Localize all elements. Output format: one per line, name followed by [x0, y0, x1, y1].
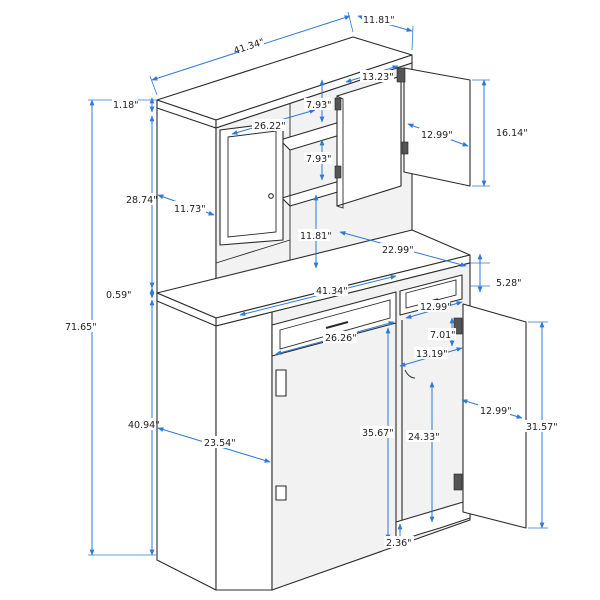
label-top-width: 41.34": [232, 37, 265, 57]
label-right-door-height: 16.14": [496, 128, 528, 139]
label-hinge-offset: 7.01": [430, 330, 456, 341]
dimension-labels: 41.34" 11.81" 1.18" 71.65" 28.74" 11.73"…: [64, 13, 558, 549]
side-bracket: [275, 485, 287, 501]
left-side-panel: [156, 99, 217, 591]
label-lower-gap: 7.93": [306, 154, 332, 165]
door-handle: [404, 369, 416, 379]
label-drawer-width: 26.26": [325, 333, 357, 344]
label-upper-gap: 7.93": [306, 100, 332, 111]
label-top-door-width: 13.23": [362, 72, 394, 83]
base-left-front: [215, 311, 273, 591]
label-top-thickness: 1.18": [113, 100, 139, 111]
left-hutch-door: [219, 121, 284, 246]
label-counter-width: 41.34": [316, 286, 348, 297]
label-base-depth: 23.54": [204, 438, 236, 449]
label-base-height: 40.94": [128, 420, 160, 431]
label-desk-height: 35.67": [362, 428, 394, 439]
hinge-icon: [396, 67, 406, 83]
label-total-height: 71.65": [65, 322, 97, 333]
middle-hutch-door: [336, 75, 402, 207]
label-counter-thickness: 0.59": [106, 290, 132, 301]
label-drawer-height: 5.28": [496, 278, 522, 289]
hinge-icon: [334, 97, 342, 111]
label-top-depth: 11.81": [363, 15, 395, 26]
hinge-icon: [401, 141, 409, 155]
hinge-icon: [453, 473, 463, 491]
left-door-knob: [268, 193, 274, 199]
label-inner-height: 24.33": [408, 432, 440, 443]
label-hutch-bottom-gap: 11.81": [300, 231, 332, 242]
side-bracket: [275, 369, 287, 397]
cabinet-drawing: [156, 36, 527, 591]
label-right-door-depth: 12.99": [421, 130, 453, 141]
right-hutch-door: [403, 67, 471, 187]
label-lower-door-width: 12.99": [480, 406, 512, 417]
label-cabinet-inner-width: 13.19": [416, 349, 448, 360]
label-counter-depth: 22.99": [382, 245, 414, 256]
hinge-icon: [334, 165, 342, 179]
label-small-drawer-width: 12.99": [420, 302, 452, 313]
label-plinth-height: 2.36": [386, 538, 412, 549]
label-hutch-height: 28.74": [126, 195, 158, 206]
label-lower-door-height: 31.57": [526, 422, 558, 433]
label-inner-shelf-width: 26.22": [254, 121, 286, 132]
label-hutch-side-depth: 11.73": [174, 204, 206, 215]
